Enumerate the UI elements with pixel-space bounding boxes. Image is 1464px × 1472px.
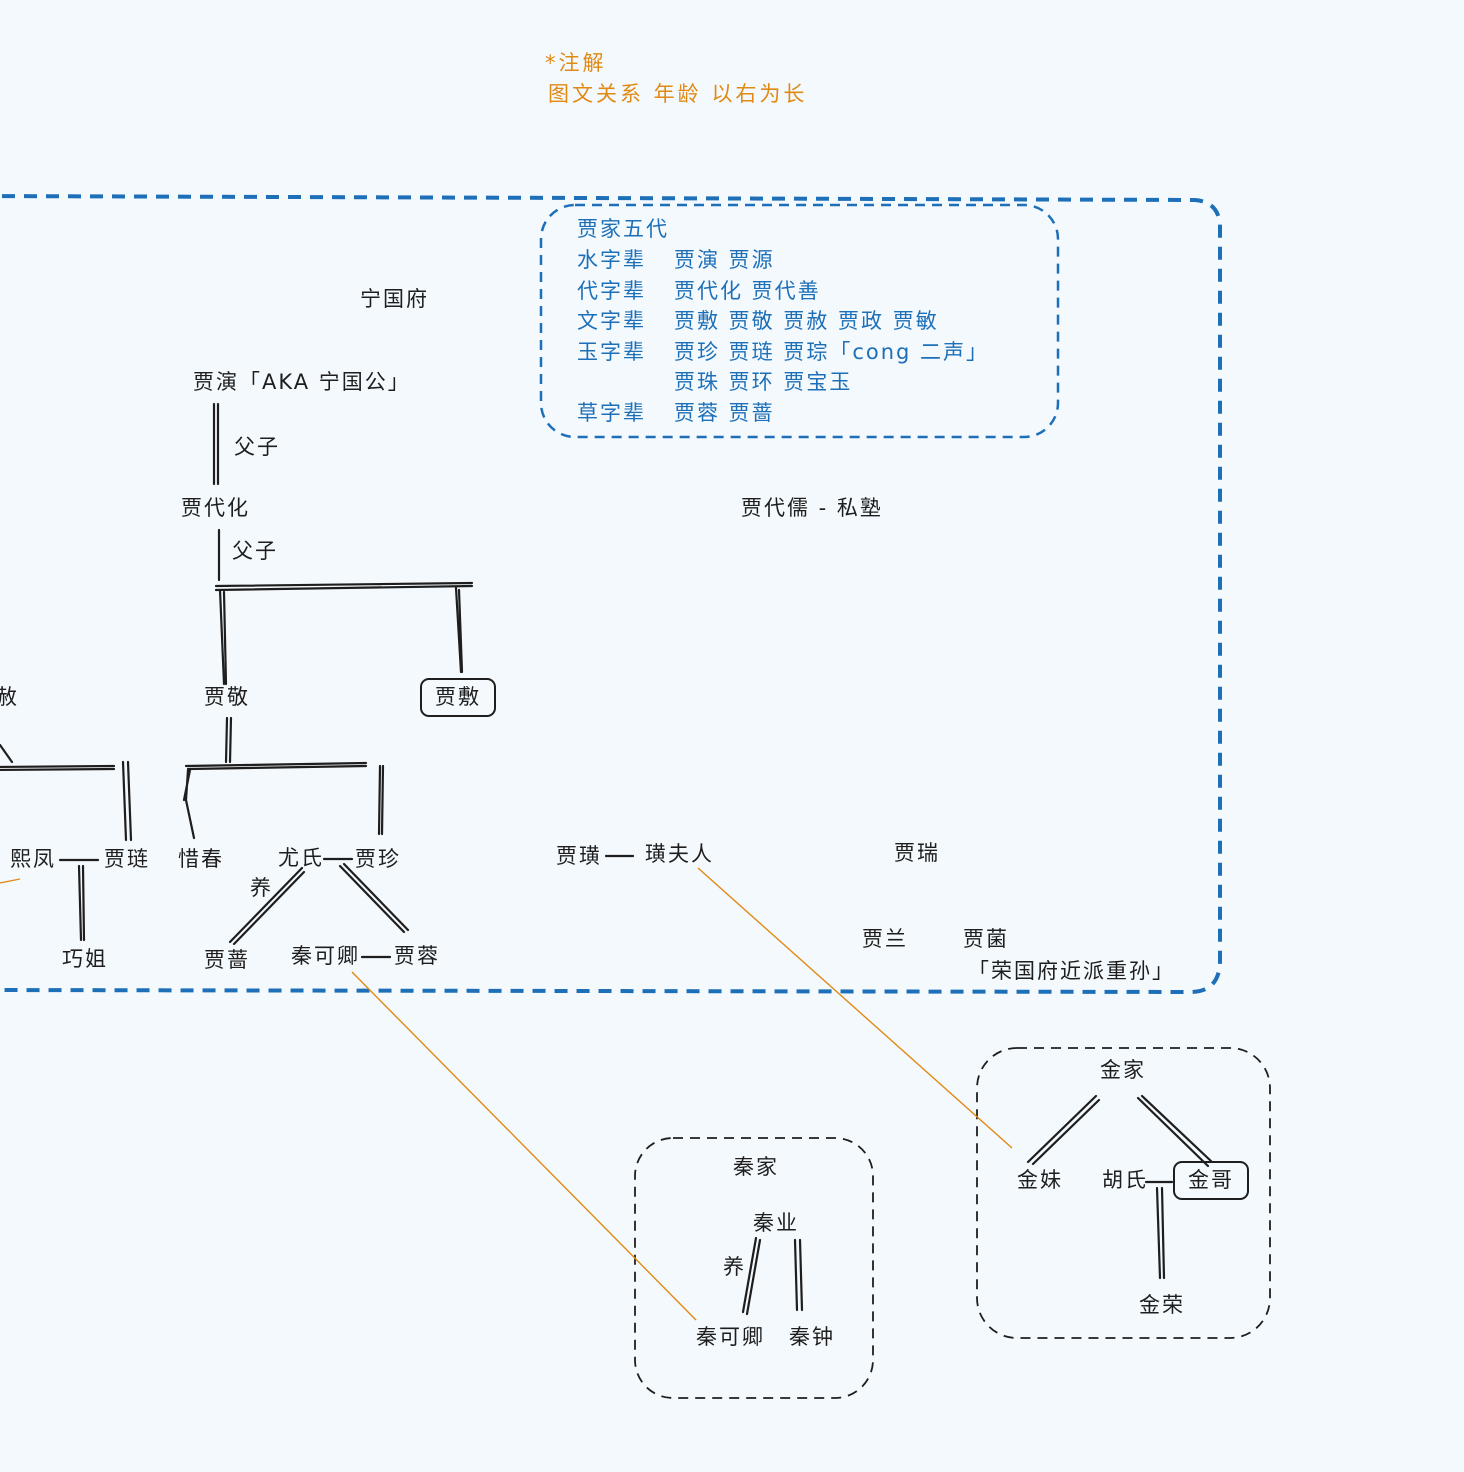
jin-house-label: 金家	[1100, 1058, 1146, 1082]
generations-frame	[539, 203, 1060, 439]
node-xifeng: 熙凤	[10, 847, 56, 871]
node-xichun: 惜春	[178, 847, 224, 871]
edge-jiazhen-qinkeqing-husband	[338, 862, 410, 934]
edge-bar-jiafu	[454, 586, 464, 674]
jiajun-note: 「荣国府近派重孙」	[968, 959, 1175, 983]
edge-jiayan-daihua	[212, 402, 220, 486]
node-jiajun: 贾菌	[963, 927, 1009, 951]
edge-bar-jiajing	[218, 588, 228, 686]
adopt-label: 养	[723, 1255, 746, 1279]
edge-bar-jiazhen	[377, 764, 385, 836]
legend-title: *注解	[545, 51, 607, 75]
link-huangwife-jinmei	[697, 867, 1013, 1149]
node-jiarong: 贾蓉	[394, 944, 440, 968]
generation-names: 贾敷 贾敬 贾赦 贾政 贾敏	[674, 309, 939, 333]
edge-jinjia-jinge	[1136, 1094, 1214, 1168]
edge-jiazhen-jiaqiang	[228, 866, 306, 946]
jin-family-frame	[976, 1047, 1271, 1339]
node-qinye: 秦业	[753, 1211, 799, 1235]
node-jiashe-partial: 赦	[0, 685, 19, 709]
adopt-label: 养	[250, 876, 273, 900]
node-jinmei: 金妹	[1017, 1168, 1063, 1192]
generation-names: 贾代化 贾代善	[674, 279, 821, 303]
jiashe-children-bar	[0, 764, 116, 772]
node-youshi: 尤氏	[278, 846, 324, 870]
node-jiahuang: 贾璜	[556, 844, 602, 868]
node-jiayan: 贾演「AKA 宁国公」	[193, 370, 411, 394]
edge-bar-jialian	[121, 760, 133, 842]
link-xifeng-offpage	[0, 878, 21, 884]
node-qinzhong: 秦钟	[789, 1325, 835, 1349]
node-hushi: 胡氏	[1102, 1168, 1148, 1192]
generation-names: 贾珍 贾琏 贾琮「cong 二声」	[674, 340, 990, 364]
node-jiafu: 贾敷	[420, 678, 496, 717]
generations-title: 贾家五代	[577, 217, 669, 241]
generation-label: 玉字辈	[577, 340, 646, 364]
daihua-children-bar	[214, 581, 474, 592]
node-jiazhen: 贾珍	[355, 847, 401, 871]
node-jiaqiang: 贾蔷	[204, 948, 250, 972]
edge-qinye-qinkeqing	[741, 1236, 762, 1316]
node-jiajing: 贾敬	[204, 685, 250, 709]
qin-family-frame	[634, 1137, 874, 1399]
generation-label: 水字辈	[577, 248, 646, 272]
jiajing-children-bar	[184, 761, 368, 771]
ningguo-house-label: 宁国府	[360, 287, 429, 311]
qin-house-label: 秦家	[733, 1155, 779, 1179]
generation-names: 贾蓉 贾蔷	[674, 401, 775, 425]
edge-jiashe-stub	[0, 743, 14, 764]
node-qinkeqing-qin: 秦可卿	[696, 1325, 765, 1349]
generation-label: 代字辈	[577, 279, 646, 303]
relation-label-father-son: 父子	[232, 539, 278, 563]
node-qinkeqing: 秦可卿	[291, 944, 360, 968]
generation-label: 草字辈	[577, 401, 646, 425]
node-huang-wife: 璜夫人	[645, 842, 714, 866]
generation-names: 贾珠 贾环 贾宝玉	[674, 370, 853, 394]
node-jiarui: 贾瑞	[894, 841, 940, 865]
edge-qinye-qinzhong	[793, 1238, 804, 1312]
edge-marriage-qiaojie	[77, 864, 86, 942]
node-jinge: 金哥	[1173, 1161, 1249, 1200]
link-qinkeqing-qin-family	[351, 971, 697, 1321]
node-qiaojie: 巧姐	[62, 947, 108, 971]
generation-names: 贾演 贾源	[674, 248, 775, 272]
jia-family-frame	[0, 194, 1222, 995]
generation-label: 文字辈	[577, 309, 646, 333]
node-jiadaihua: 贾代化	[181, 496, 250, 520]
node-jialan: 贾兰	[862, 927, 908, 951]
edge-jiajing-bar	[224, 716, 233, 764]
edge-bar-xichun	[182, 768, 196, 840]
node-jialian: 贾琏	[104, 847, 150, 871]
edge-marriage-jinrong	[1155, 1186, 1166, 1280]
node-jiadairu: 贾代儒 - 私塾	[741, 496, 883, 520]
node-jinrong: 金荣	[1139, 1293, 1185, 1317]
relation-label-father-son: 父子	[234, 435, 280, 459]
edge-jinjia-jinmei	[1026, 1094, 1101, 1166]
legend-text: 图文关系 年龄 以右为长	[548, 82, 808, 106]
